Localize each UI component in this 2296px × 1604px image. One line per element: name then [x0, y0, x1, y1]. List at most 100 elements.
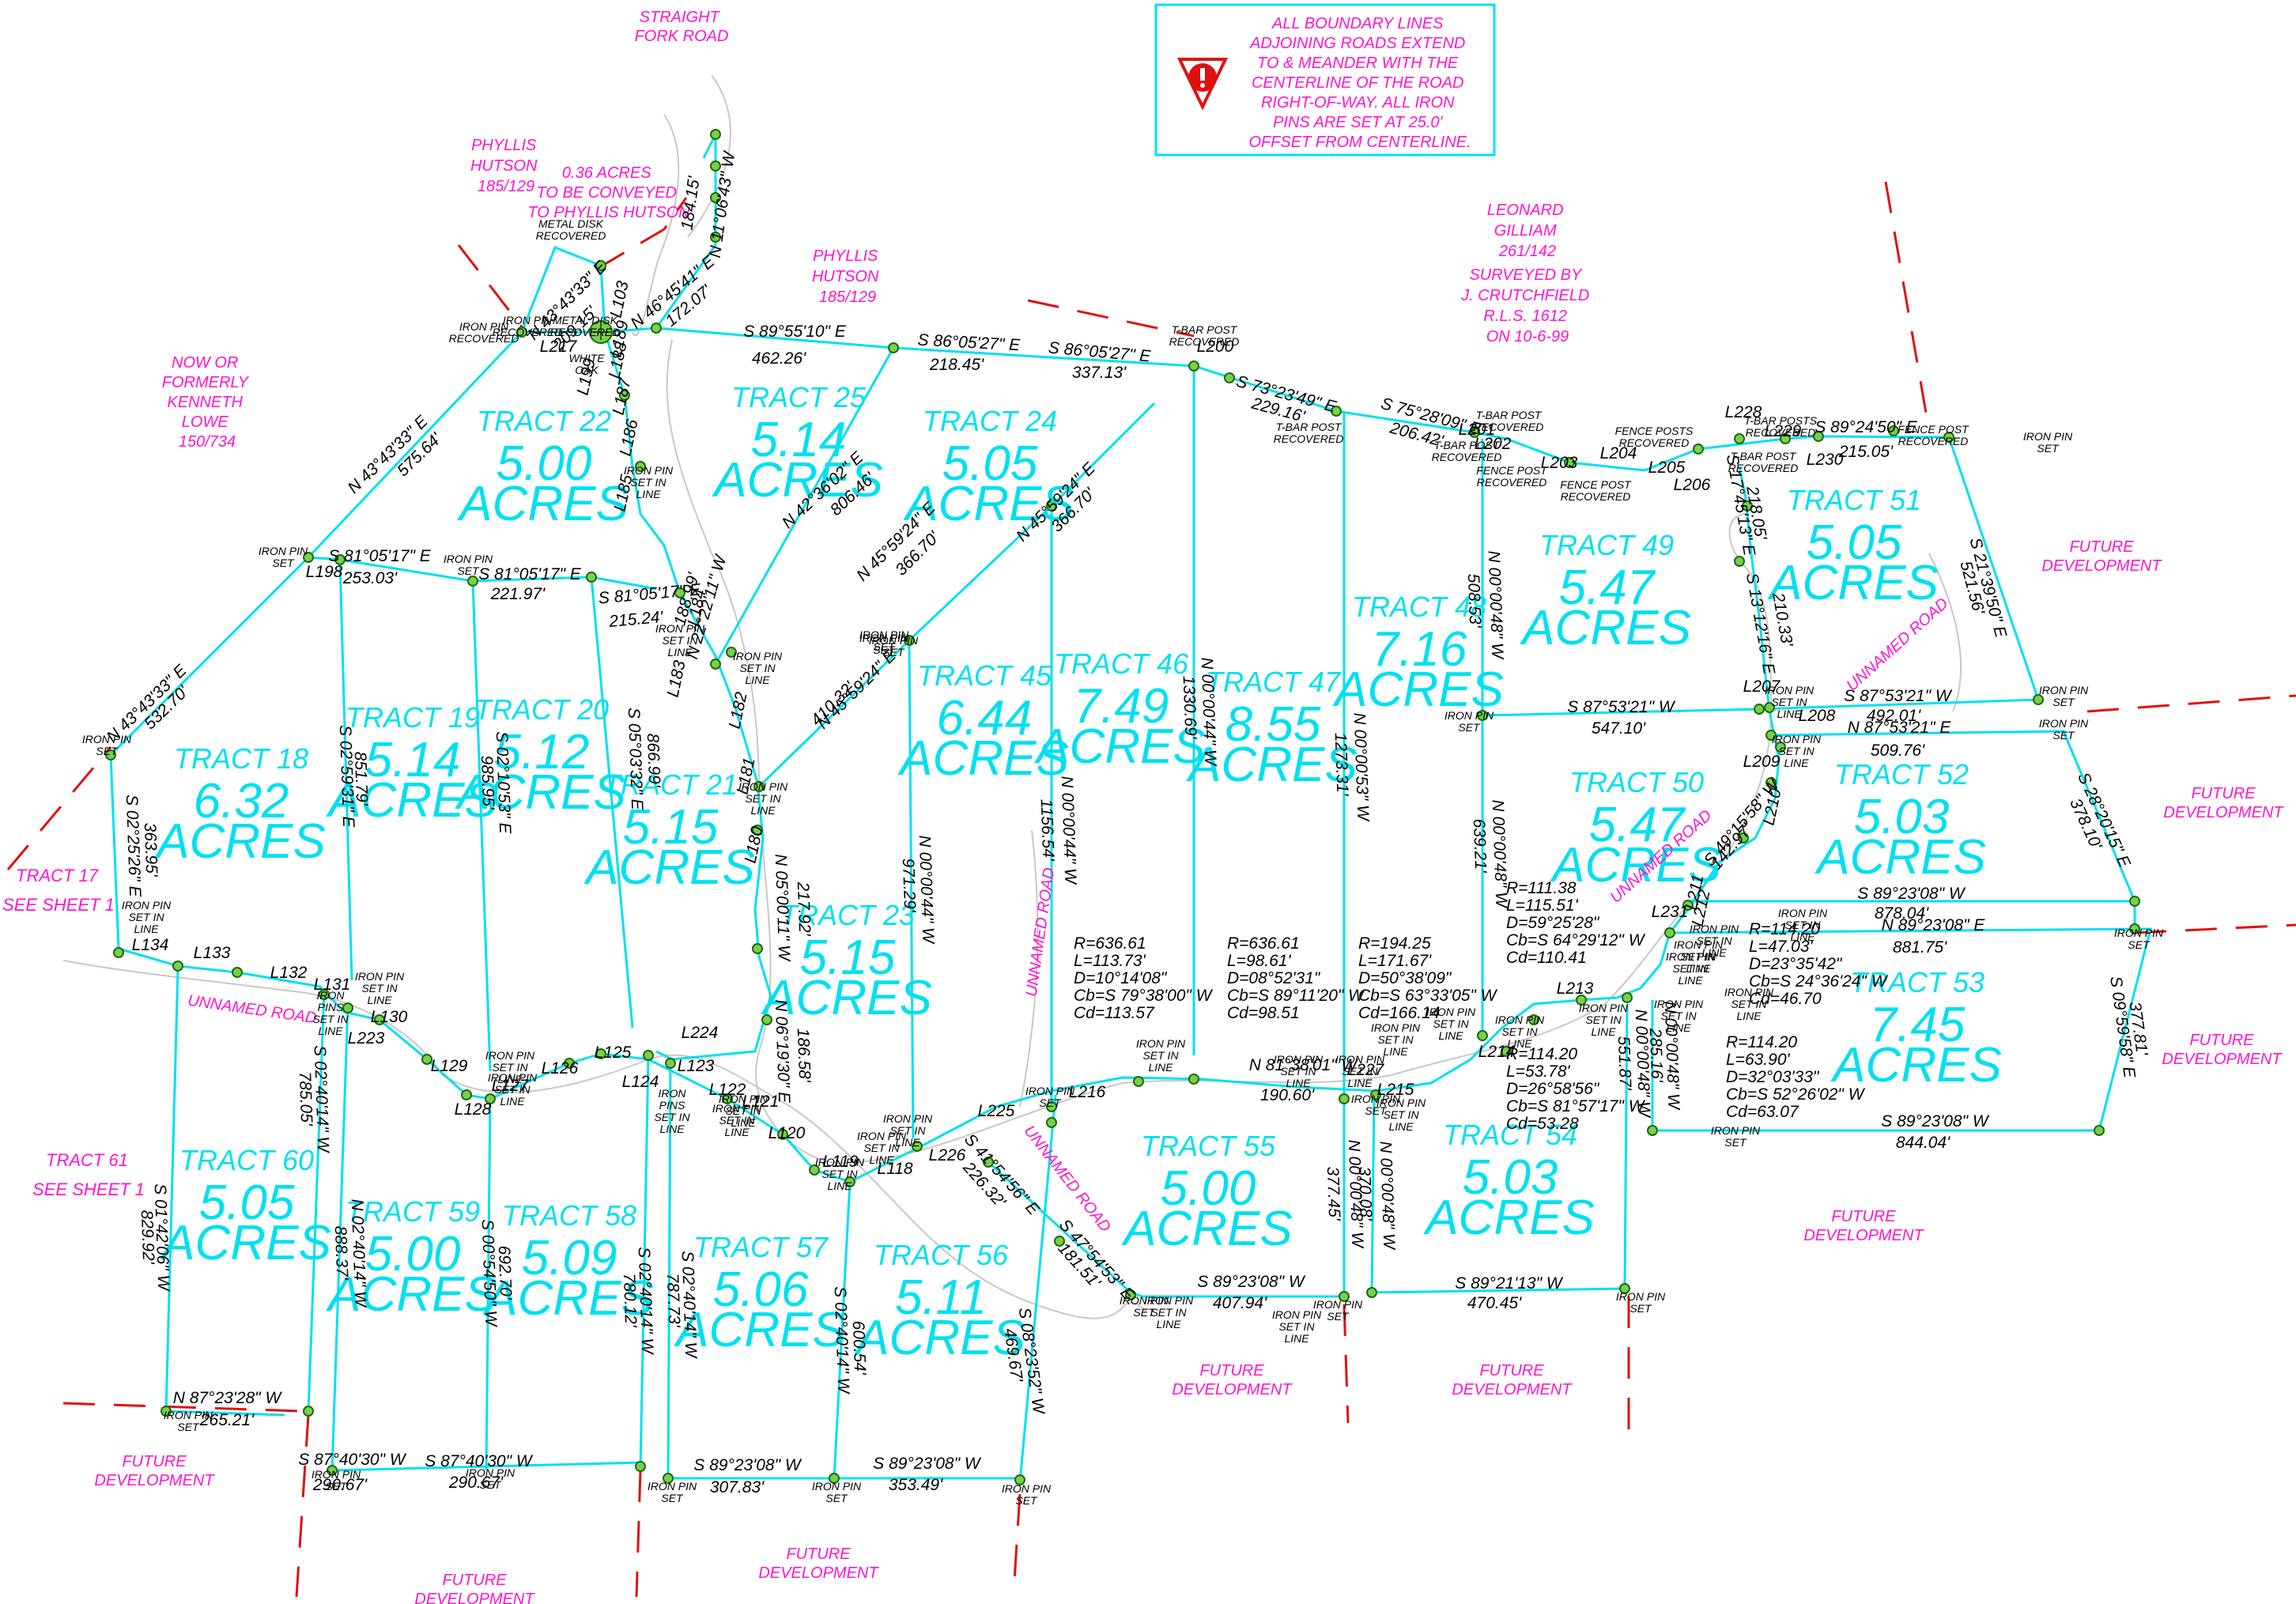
iron-pin-in-line-note: LINE	[724, 1126, 750, 1138]
survey-line: J. CRUTCHFIELD	[1460, 287, 1589, 304]
iron-pin-set-note: IRON PIN	[859, 632, 909, 644]
iron-pin-set-note: IRON PIN	[1616, 1290, 1666, 1303]
curve-data: L=63.90'	[1726, 1051, 1790, 1069]
tract-name: TRACT 47	[1206, 666, 1342, 698]
iron-pin-set-note: IRON PIN	[2114, 927, 2164, 939]
bearing-label: 253.03'	[342, 569, 398, 587]
bearing-label: 290.67'	[312, 1476, 368, 1494]
iron-pin-set-note: IRON PIN	[1313, 1298, 1363, 1311]
bearing-label: S 81°05'17" E	[478, 565, 582, 583]
line-segment-label: L229	[1765, 422, 1802, 440]
curve-data: D=32°03'33"	[1726, 1068, 1820, 1086]
bearing-label: 780.12'	[620, 1273, 640, 1328]
bearing-label: 217.92'	[794, 881, 814, 937]
iron-pin-in-line-note: IRON PIN	[1371, 1021, 1421, 1034]
curve-data: Cd=166.14	[1358, 1004, 1440, 1022]
iron-pin-in-line-note: LINE	[895, 1136, 920, 1149]
bearing-label: 353.49'	[889, 1476, 943, 1494]
iron-pin-in-line-note: IRON PIN	[122, 899, 172, 911]
bearing-label: S 87°53'21" W	[1844, 687, 1953, 705]
tract-area-unit: ACRES	[902, 477, 1074, 531]
iron-pin-recovered-note: IRON PIN	[503, 314, 553, 326]
bearing-label: S 02°40'14" W	[831, 1286, 853, 1395]
tract-name: TRACT 45	[917, 659, 1052, 692]
svg-text:PHYLLIS HUTSON 185: PHYLLIS HUTSON 185/129	[470, 137, 542, 195]
bearing-label: 551.87'	[1614, 1036, 1634, 1091]
bearing-label: 971.29'	[899, 858, 919, 913]
bearing-label: 547.10'	[1592, 719, 1646, 738]
tract-area-unit: ACRES	[153, 814, 326, 869]
bearing-label: S 01°42'06" W	[151, 1183, 173, 1293]
future-development-label: DEVELOPMENT	[2162, 1051, 2283, 1068]
iron-pin-in-line-note: IRON PIN	[1272, 1308, 1322, 1321]
unnamed-road-label: UNNAMED ROAD	[187, 992, 318, 1028]
bearing-label: 370.08'	[1355, 1166, 1375, 1221]
owner-name: KENNETH	[167, 394, 243, 411]
bearing-label: 215.05'	[1838, 443, 1894, 461]
line-segment-label: L216	[1069, 1083, 1106, 1101]
line-segment-label: L228	[1725, 403, 1762, 421]
iron-pin-in-line-note: IRON PIN	[733, 650, 783, 662]
bearing-label: S 81°05'17" E	[328, 547, 432, 565]
iron-pin-in-line-note: IRON PIN	[1136, 1037, 1186, 1050]
iron-pin-in-line-note: IRON PIN	[1674, 938, 1724, 951]
iron-pin-in-line-note: SET IN	[863, 1142, 900, 1154]
t-bar-post-note: RECOVERED	[1274, 432, 1344, 445]
note-line: PINS ARE SET AT 25.0'	[1273, 114, 1443, 131]
metal-disk-note: RECOVERED	[550, 326, 621, 338]
tract-area-unit: ACRES	[1519, 601, 1691, 655]
iron-pin-in-line-note: SET IN	[494, 1083, 531, 1096]
note-line: ALL BOUNDARY LINES	[1271, 15, 1444, 32]
tract-area: 5.03	[1463, 1150, 1558, 1205]
bearing-label: N 00°00'44" W	[1198, 657, 1220, 767]
tract-name: TRACT 60	[179, 1144, 314, 1176]
curve-data: Cb=S 81°57'17" W	[1506, 1097, 1646, 1115]
bearing-label: S 02°25'26" E	[123, 794, 145, 898]
survey-line: ON 10-6-99	[1486, 328, 1569, 345]
iron-pin-in-line-note: LINE	[1148, 1061, 1173, 1074]
iron-pin-set-note: SET	[882, 646, 905, 659]
curve-data: R=194.25	[1358, 934, 1431, 953]
line-segment-label: L127	[492, 1077, 530, 1095]
future-development-label: FUTURE	[786, 1546, 851, 1563]
iron-pin-in-line-note: IRON PIN	[1495, 1013, 1545, 1026]
curve-data: R=636.61	[1074, 934, 1146, 953]
tract-name: TRACT 46	[1054, 647, 1189, 680]
tract-name: TRACT 18	[174, 742, 308, 775]
curve-data: Cd=113.57	[1074, 1004, 1155, 1022]
line-segment-label: L227	[1347, 1061, 1385, 1079]
tract-area: 5.00	[1161, 1161, 1256, 1216]
iron-pin-set-note: IRON PIN	[648, 1480, 697, 1493]
iron-pin-set-note: IRON PIN	[1444, 709, 1494, 722]
line-segment-label: L133	[194, 944, 231, 962]
iron-pin-in-line-note: IRON PIN	[1724, 986, 1774, 998]
curve-data: D=59°25'28"	[1506, 914, 1600, 932]
bearing-label: S 02°59'31" E	[336, 725, 358, 828]
line-segment-label: L122	[709, 1081, 746, 1099]
bearing-label: S 89°23'08" W	[1857, 885, 1966, 903]
tract-area-unit: ACRES	[1830, 1038, 2002, 1093]
line-segment-label: L125	[595, 1044, 632, 1062]
bearing-label: 462.26'	[752, 349, 806, 368]
tract-note: SEE SHEET 1	[2, 895, 115, 915]
iron-pins-in-line-note: SET IN	[312, 1013, 349, 1025]
fence-posts-note: RECOVERED	[1619, 436, 1690, 449]
iron-pin-set-note: IRON PIN	[812, 1480, 862, 1493]
future-development-label: DEVELOPMENT	[94, 1472, 215, 1489]
iron-pin-set-note: IRON PIN	[2039, 684, 2089, 696]
iron-pin-in-line-note: SET IN	[1771, 696, 1807, 708]
iron-pin-in-line-note: SET IN	[1778, 745, 1815, 757]
bearing-label: S 87°40'30" W	[425, 1452, 534, 1470]
adjoiner-lines	[6, 181, 2296, 1598]
iron-pin-set-note: IRON PIN	[869, 634, 919, 647]
future-development-label: DEVELOPMENT	[1172, 1381, 1293, 1398]
iron-pin-set-note: SET	[1015, 1494, 1038, 1507]
t-bar-post-note: RECOVERED	[1474, 421, 1544, 433]
iron-pin-in-line-note: LINE	[1701, 946, 1727, 959]
tract-area-unit: ACRES	[1814, 830, 1986, 885]
bearing-label: N 00°00'53" W	[1350, 712, 1373, 822]
bearing-label: 377.45'	[1324, 1166, 1343, 1221]
bearing-label: N 05°00'11" W	[772, 854, 794, 963]
iron-pin-in-line-note: IRON PIN	[1690, 923, 1739, 935]
